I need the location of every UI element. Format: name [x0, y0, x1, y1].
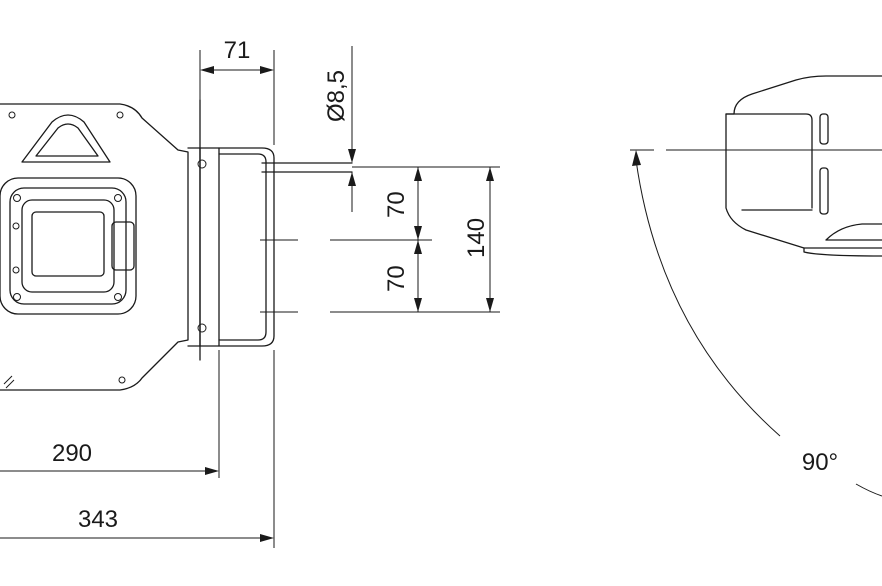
- mounting-pin: [261, 162, 353, 173]
- screw-icon: [8, 111, 16, 119]
- drum-frame-inner: [21, 199, 115, 293]
- reel-top-view: [630, 75, 882, 257]
- drum-frame-outer: [0, 177, 137, 315]
- drum-frame-mid: [9, 187, 127, 305]
- swing-arc-end: [855, 483, 882, 497]
- centerlines: [260, 166, 500, 313]
- carry-handle: [21, 114, 111, 163]
- top-view-inner: [725, 113, 813, 209]
- dimension-290: 290: [0, 350, 220, 478]
- dimension-label-70-lower: 70: [383, 265, 410, 292]
- dimension-swing-angle: 90°: [632, 150, 882, 497]
- reel-front-view: [0, 103, 189, 391]
- top-view-slot-lower: [819, 167, 829, 215]
- side-latch: [111, 221, 135, 271]
- dimension-70-upper: 70: [383, 167, 422, 240]
- screw-icon: [114, 194, 122, 202]
- dimension-label-70-upper: 70: [383, 191, 410, 218]
- dimension-70-lower: 70: [383, 240, 422, 312]
- top-view-slot-upper: [819, 113, 829, 145]
- reel-housing-outline: [0, 103, 189, 391]
- top-view-housing: [725, 75, 882, 249]
- dimension-label-343: 343: [78, 506, 118, 533]
- dimension-hole: Ø8,5: [323, 46, 356, 212]
- screw-icon: [13, 194, 21, 202]
- swing-arc: [635, 159, 781, 437]
- drum-window: [31, 211, 105, 277]
- screw-icon: [12, 266, 20, 274]
- screw-icon: [116, 111, 124, 119]
- dimension-label-hole: Ø8,5: [323, 70, 350, 122]
- screw-icon: [12, 222, 20, 230]
- dimension-71: 71: [199, 37, 275, 145]
- housing-mark: [3, 375, 15, 389]
- dimension-label-angle: 90°: [802, 449, 838, 476]
- wall-bracket: [187, 99, 353, 361]
- bracket-inner: [218, 153, 267, 341]
- top-view-foot: [803, 247, 882, 257]
- dimension-label-140: 140: [463, 218, 490, 258]
- screw-icon: [13, 293, 21, 301]
- top-view-base: [825, 223, 882, 241]
- dimension-343: 343: [0, 350, 275, 548]
- dimension-label-290: 290: [52, 440, 92, 467]
- screw-icon: [114, 293, 122, 301]
- bracket-bolt-icon: [197, 323, 207, 333]
- screw-icon: [118, 376, 126, 384]
- bracket-plate: [187, 147, 275, 347]
- dimension-140: 140: [463, 167, 494, 312]
- bracket-bolt-icon: [197, 159, 207, 169]
- carry-handle-inner: [35, 123, 99, 157]
- dimension-label-71: 71: [224, 37, 251, 64]
